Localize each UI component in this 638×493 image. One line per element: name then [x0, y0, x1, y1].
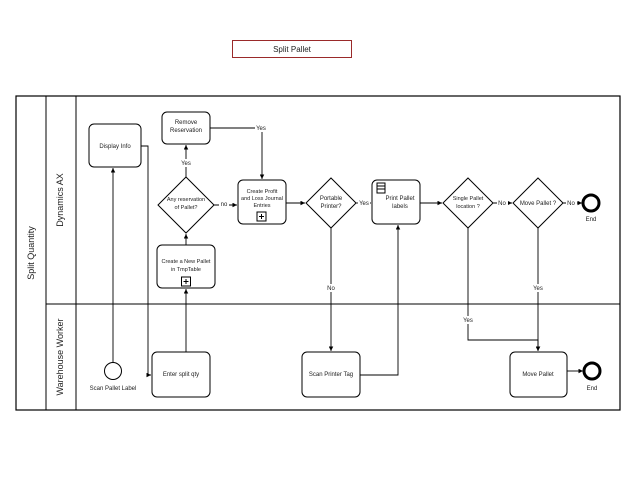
- task-scan-printer-tag: Scan Printer Tag: [301, 351, 361, 398]
- plus-square-icon: [181, 276, 191, 287]
- svg-text:Enter split qty: Enter split qty: [163, 372, 199, 378]
- task-move-pallet: Move Pallet: [509, 351, 568, 398]
- svg-text:Scan Printer Tag: Scan Printer Tag: [309, 372, 353, 378]
- flow-scan-printer-to-print-labels: [360, 225, 401, 376]
- label-portable-no: No: [327, 286, 335, 292]
- svg-text:End: End: [586, 217, 597, 223]
- label-any-yes: Yes: [181, 161, 191, 167]
- lane-label-dynamics-ax: Dynamics AX: [55, 173, 65, 227]
- task-display-info: Display Info: [88, 123, 142, 168]
- start-event-scan-pallet-label: Scan Pallet Label: [90, 362, 137, 392]
- svg-text:Move Pallet ?: Move Pallet ?: [520, 201, 557, 207]
- plus-square-icon: [256, 211, 267, 222]
- task-enter-split-qty: Enter split qty: [151, 351, 211, 398]
- label-portable-yes: Yes: [359, 201, 369, 207]
- edge-labels: Yes no Yes Yes No No Yes No Yes: [180, 124, 577, 324]
- flow-display-info-to-enter-split: [141, 145, 151, 378]
- label-move-yes: Yes: [533, 286, 543, 292]
- svg-text:Display Info: Display Info: [99, 144, 131, 150]
- label-single-yes: Yes: [463, 318, 473, 324]
- label-move-no: No: [567, 201, 575, 207]
- data-store-icon: [376, 182, 386, 194]
- end-event-top: End: [581, 193, 601, 223]
- label-remove-yes: Yes: [256, 126, 266, 132]
- end-event-bottom: End: [582, 361, 602, 392]
- svg-text:Scan Pallet Label: Scan Pallet Label: [90, 386, 137, 392]
- label-single-no: No: [498, 201, 506, 207]
- lane-label-warehouse-worker: Warehouse Worker: [55, 318, 65, 395]
- diagram-title: Split Pallet: [232, 40, 352, 58]
- pool-label: Split Quantity: [26, 226, 36, 280]
- svg-text:Move Pallet: Move Pallet: [522, 372, 554, 378]
- label-any-no: no: [221, 202, 228, 208]
- svg-text:End: End: [587, 386, 598, 392]
